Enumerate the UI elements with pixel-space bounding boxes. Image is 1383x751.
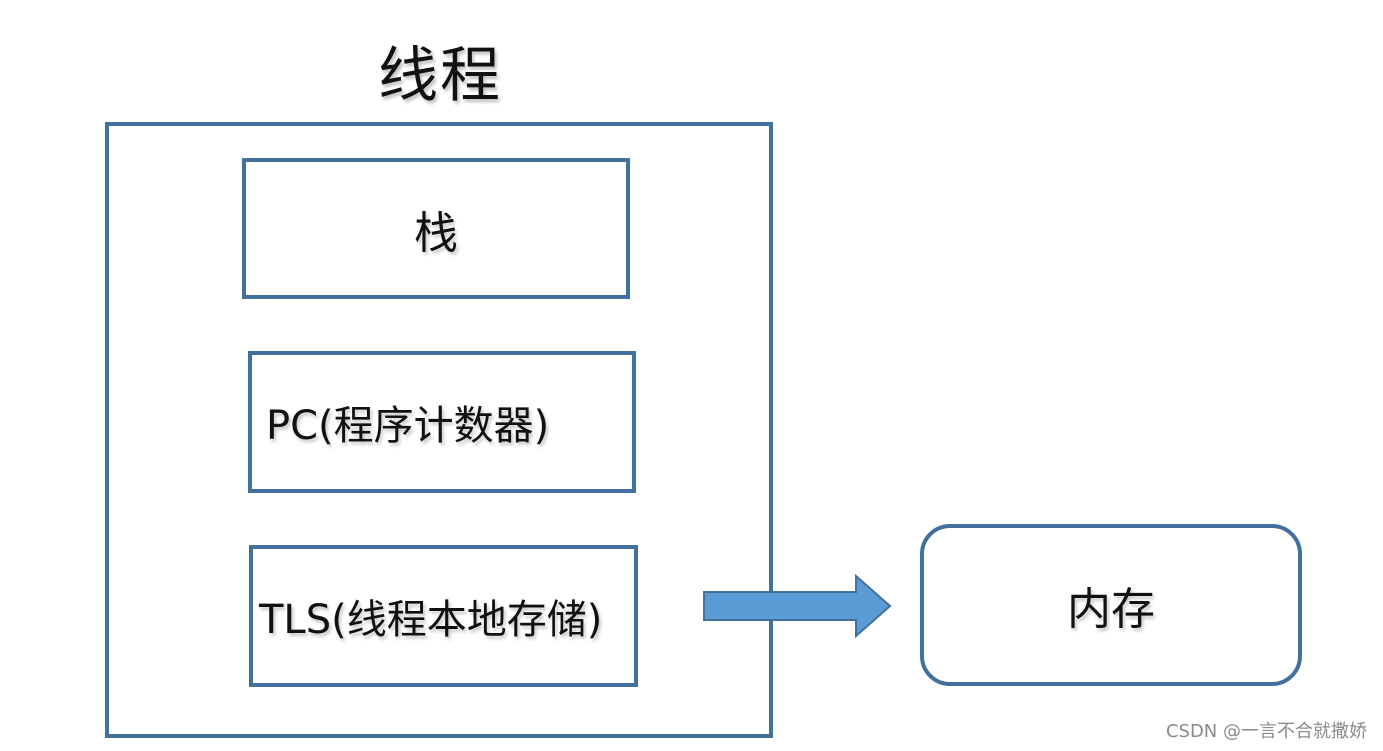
watermark: CSDN @一言不合就撒娇	[1165, 721, 1367, 742]
thread-container	[105, 122, 773, 738]
thread-local-storage-label: TLS(线程本地存储)	[259, 597, 603, 643]
thread-title: 线程	[378, 40, 502, 111]
right-arrow-icon	[703, 574, 892, 638]
arrow-shape	[703, 574, 892, 638]
memory-label: 内存	[1067, 584, 1155, 635]
stack-label: 栈	[414, 207, 458, 259]
program-counter-label: PC(程序计数器)	[266, 403, 550, 449]
stack-box: 栈	[242, 158, 630, 299]
thread-local-storage-box: TLS(线程本地存储)	[249, 545, 638, 687]
memory-box: 内存	[920, 524, 1302, 686]
program-counter-box: PC(程序计数器)	[248, 351, 636, 493]
